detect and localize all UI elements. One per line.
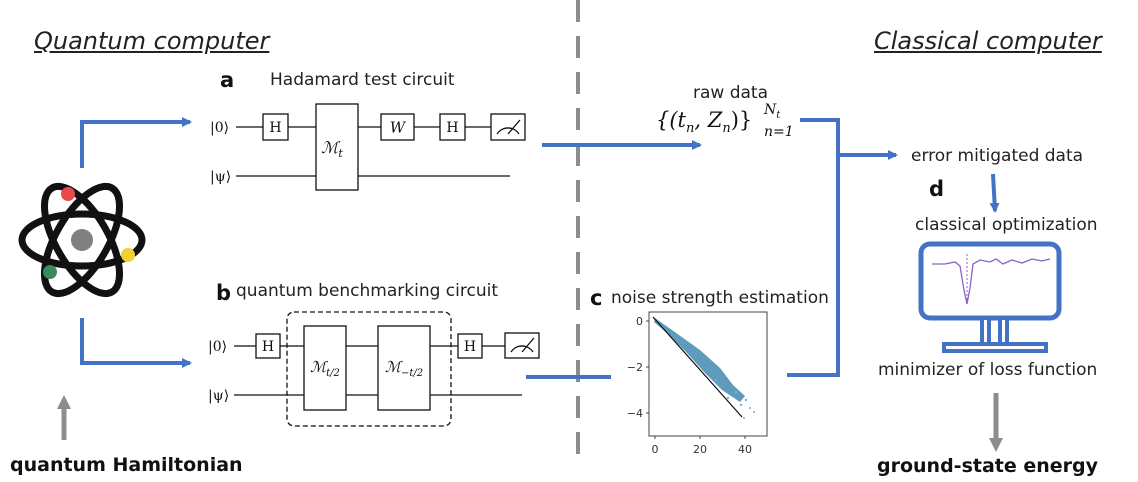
error-mitigated-label: error mitigated data	[911, 146, 1084, 166]
quantum-hamiltonian-label: quantum Hamiltonian	[10, 454, 243, 476]
merge-line	[787, 118, 840, 377]
x-tick-40: 40	[738, 443, 752, 456]
raw-data-label: raw data	[693, 83, 769, 103]
minimizer-label: minimizer of loss function	[878, 360, 1098, 380]
y-tick-0: 0	[636, 315, 643, 328]
ket-0-b: |0⟩	[208, 339, 227, 355]
formula-end: )}	[730, 108, 753, 132]
gate-m-t: ℳt	[321, 138, 343, 160]
fit-line	[652, 316, 743, 418]
scatter-band	[654, 318, 745, 402]
panel-c-letter: c	[590, 286, 603, 310]
panel-c-title: noise strength estimation	[611, 288, 829, 308]
noise-plot: 0 −2 −4 0 20 40	[627, 311, 768, 456]
x-tick-0: 0	[652, 443, 659, 456]
ground-state-energy-label: ground-state energy	[877, 455, 1099, 477]
formula-n1: n	[686, 121, 695, 137]
gate-m-t-half: ℳt/2	[310, 358, 340, 379]
raw-data-sup: Nt	[764, 102, 781, 121]
gate-h-b1: H	[262, 339, 274, 355]
hadamard-circuit	[236, 103, 526, 191]
gate-m-neg-t-half: ℳ−t/2	[385, 358, 423, 379]
formula-n2: n	[722, 121, 731, 137]
spectrum-curve	[932, 258, 1051, 305]
ket-psi-b: |ψ⟩	[208, 388, 229, 404]
arrow-to-optimization	[989, 173, 1000, 213]
header-quantum-computer: Quantum computer	[34, 27, 270, 55]
ket-psi-a: |ψ⟩	[210, 169, 231, 185]
header-classical-computer: Classical computer	[874, 27, 1102, 55]
panel-b-title: quantum benchmarking circuit	[236, 281, 499, 301]
monitor-icon	[918, 241, 1062, 353]
scatter-points	[715, 379, 755, 419]
x-tick-20: 20	[693, 443, 707, 456]
formula-mid: , Z	[694, 108, 723, 132]
benchmark-circuit	[234, 311, 540, 427]
classical-optimization-label: classical optimization	[915, 215, 1098, 235]
ket-0-a: |0⟩	[210, 120, 229, 136]
y-tick-neg4: −4	[627, 407, 643, 420]
gate-w: W	[390, 119, 407, 137]
gate-h-b2: H	[464, 339, 476, 355]
formula-main: {(t	[656, 108, 686, 132]
arrow-to-panel-a	[80, 117, 192, 168]
panel-a-letter: a	[220, 68, 235, 92]
atom-icon	[18, 182, 146, 298]
y-tick-neg2: −2	[627, 361, 643, 374]
raw-data-sub: n=1	[764, 124, 794, 140]
raw-data-formula: {(tn, Zn)}	[656, 108, 752, 136]
arrow-to-panel-b	[80, 318, 192, 368]
panel-b-letter: b	[216, 281, 232, 305]
panel-d-letter: d	[929, 177, 945, 201]
gate-h-a2: H	[446, 120, 458, 136]
gate-h-a1: H	[269, 120, 281, 136]
panel-a-title: Hadamard test circuit	[270, 70, 455, 90]
